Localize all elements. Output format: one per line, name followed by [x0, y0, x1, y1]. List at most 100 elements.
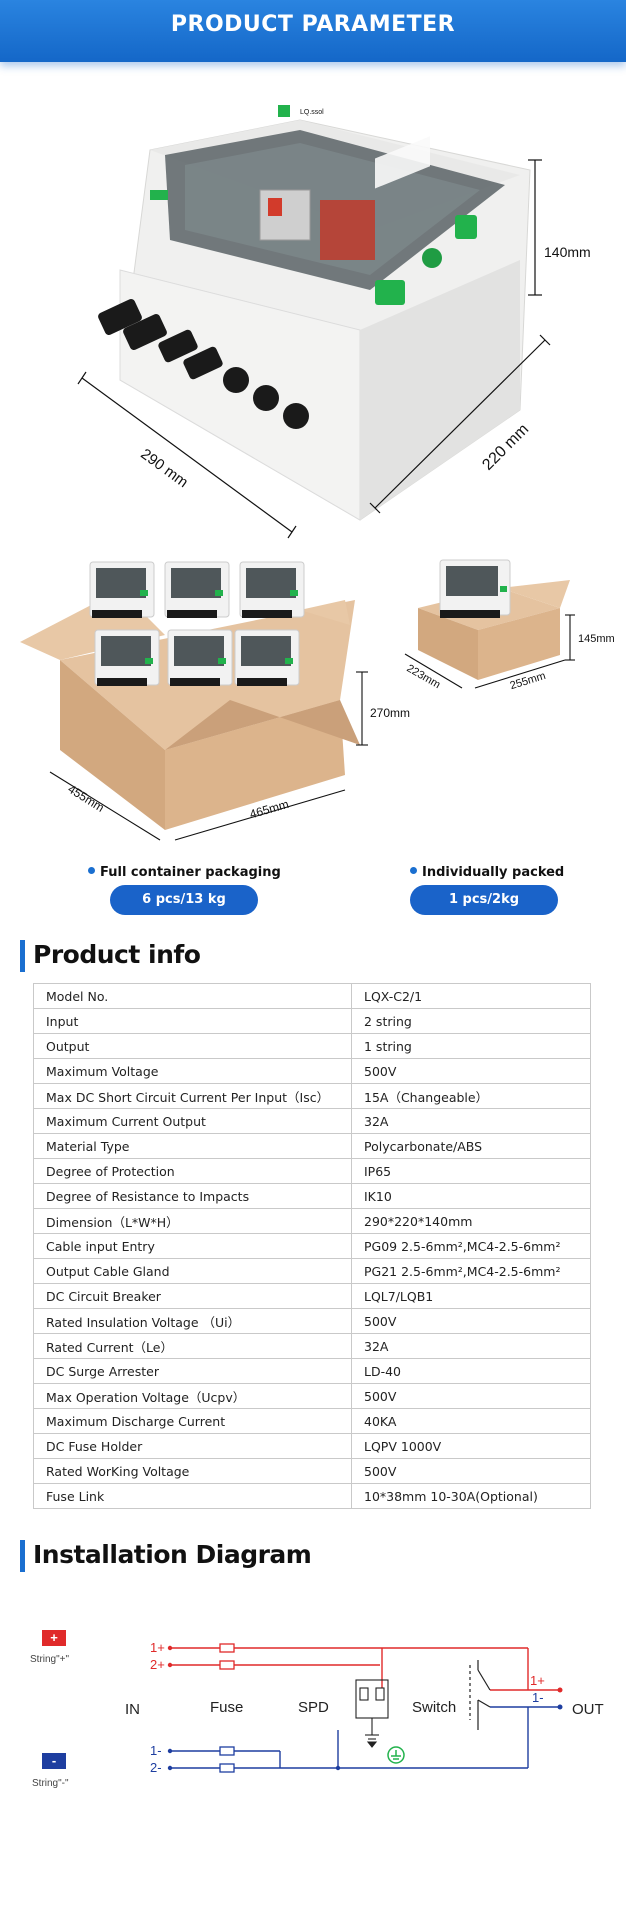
spec-value: IP65	[351, 1158, 591, 1184]
bulk-depth: 455mm	[65, 782, 106, 815]
spec-key: DC Surge Arrester	[33, 1358, 352, 1384]
spec-value: 32A	[351, 1108, 591, 1134]
bulk-pill: 6 pcs/13 kg	[110, 885, 258, 915]
spec-key: Input	[33, 1008, 352, 1034]
spec-value: 290*220*140mm	[351, 1208, 591, 1234]
table-row: Max Operation Voltage（Ucpv）500V	[33, 1383, 591, 1409]
fuse-plus-1	[219, 1643, 235, 1653]
table-row: Rated Current（Le）32A	[33, 1333, 591, 1359]
bullet-dot	[88, 867, 95, 874]
bulk-caption: Full container packaging	[88, 865, 281, 880]
switch-symbol	[469, 1660, 491, 1730]
spec-value: LQX-C2/1	[351, 983, 591, 1009]
spec-value: 40KA	[351, 1408, 591, 1434]
string-minus-badge	[42, 1753, 66, 1769]
single-width: 255mm	[509, 670, 548, 692]
packaging-illustration: 270mm 455mm 465mm 145mm 223mm 255mm	[20, 559, 615, 841]
heading-bar	[20, 1540, 25, 1572]
spec-key: Max Operation Voltage（Ucpv）	[33, 1383, 352, 1409]
spec-key: Degree of Protection	[33, 1158, 352, 1184]
label-switch: Switch	[412, 1699, 456, 1716]
fuse-minus-1	[219, 1746, 235, 1756]
spec-key: Dimension（L*W*H）	[33, 1208, 352, 1234]
spec-key: Fuse Link	[33, 1483, 352, 1509]
spec-key: Rated Current（Le）	[33, 1333, 352, 1359]
label-out: OUT	[572, 1701, 604, 1718]
earth-icon	[387, 1746, 405, 1764]
spec-value: 10*38mm 10-30A(Optional)	[351, 1483, 591, 1509]
fuse-plus-2	[219, 1660, 235, 1670]
spec-value: PG21 2.5-6mm²,MC4-2.5-6mm²	[351, 1258, 591, 1284]
wiring-diagram: + String"+" - String"-" IN Fuse SPD Swit…	[30, 1630, 604, 1789]
spec-key: Cable input Entry	[33, 1233, 352, 1259]
single-caption: Individually packed	[410, 865, 564, 880]
bulk-caption-text: Full container packaging	[100, 865, 281, 880]
label-spd: SPD	[298, 1699, 329, 1716]
spec-key: Maximum Voltage	[33, 1058, 352, 1084]
in-plus-1: 1+	[150, 1640, 165, 1655]
spec-value: 2 string	[351, 1008, 591, 1034]
latch-left	[150, 190, 168, 200]
spec-value: LQPV 1000V	[351, 1433, 591, 1459]
dim-height: 140mm	[544, 244, 591, 260]
spec-key: Rated WorKing Voltage	[33, 1458, 352, 1484]
product-info-title: Product info	[33, 940, 201, 969]
spec-value: 1 string	[351, 1033, 591, 1059]
bullet-dot	[410, 867, 417, 874]
spec-key: Material Type	[33, 1133, 352, 1159]
string-minus-symbol: -	[52, 1753, 56, 1768]
cable-connectors	[98, 298, 309, 429]
in-plus-2: 2+	[150, 1657, 165, 1672]
spec-value: LD-40	[351, 1358, 591, 1384]
spec-key: Maximum Discharge Current	[33, 1408, 352, 1434]
spec-value: PG09 2.5-6mm²,MC4-2.5-6mm²	[351, 1233, 591, 1259]
spec-value: 500V	[351, 1308, 591, 1334]
spec-key: DC Circuit Breaker	[33, 1283, 352, 1309]
single-height: 145mm	[578, 633, 615, 645]
spec-key: Model No.	[33, 983, 352, 1009]
header-banner: PRODUCT PARAMETER	[0, 0, 626, 62]
latch-right-round	[422, 248, 442, 268]
table-row: Max DC Short Circuit Current Per Input（I…	[33, 1083, 591, 1109]
spec-key: Output Cable Gland	[33, 1258, 352, 1284]
svg-text:LQ.ssol: LQ.ssol	[300, 109, 324, 116]
spec-key: Output	[33, 1033, 352, 1059]
banner-title: PRODUCT PARAMETER	[170, 12, 456, 37]
spec-value: 15A（Changeable）	[351, 1083, 591, 1109]
out-minus: 1-	[532, 1690, 544, 1705]
single-box	[418, 559, 570, 680]
latch-right-top	[455, 215, 477, 239]
spec-value: 500V	[351, 1383, 591, 1409]
heading-bar	[20, 940, 25, 972]
fuse-minus-2	[219, 1763, 235, 1773]
out-plus: 1+	[530, 1673, 545, 1688]
spec-value: 500V	[351, 1058, 591, 1084]
single-caption-text: Individually packed	[422, 865, 565, 880]
single-pill: 1 pcs/2kg	[410, 885, 558, 915]
spec-value: Polycarbonate/ABS	[351, 1133, 591, 1159]
spec-key: Max DC Short Circuit Current Per Input（I…	[33, 1083, 352, 1109]
spec-value: 500V	[351, 1458, 591, 1484]
single-depth: 223mm	[405, 662, 443, 691]
string-minus-label: String"-"	[32, 1778, 69, 1789]
string-plus-symbol: +	[50, 1630, 58, 1645]
spd-symbol	[355, 1679, 389, 1748]
bulk-height: 270mm	[370, 706, 410, 720]
spec-key: Maximum Current Output	[33, 1108, 352, 1134]
spec-value: IK10	[351, 1183, 591, 1209]
label-fuse: Fuse	[210, 1699, 243, 1716]
